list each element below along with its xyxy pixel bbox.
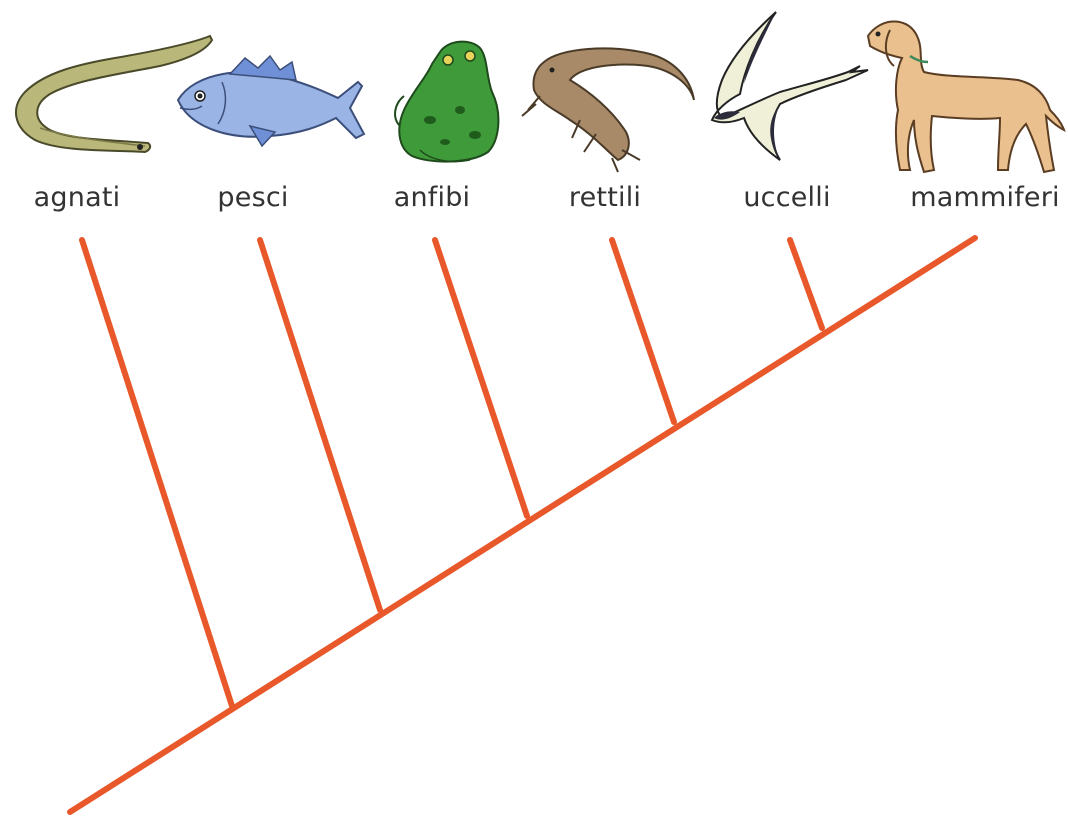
- taxon-label-mammiferi: mammiferi: [910, 182, 1060, 213]
- branch-rettili: [609, 237, 677, 425]
- lizard-icon: [521, 47, 695, 173]
- taxon-label-rettili: rettili: [568, 182, 642, 213]
- branch-pesci: [257, 237, 383, 613]
- lamprey-icon: [15, 34, 214, 154]
- trunk-branch: [67, 235, 978, 815]
- animal-illustrations: [15, 11, 1066, 174]
- frog-icon: [394, 40, 500, 163]
- branch-anfibi: [432, 237, 530, 519]
- branch-uccelli: [787, 237, 825, 331]
- taxon-label-pesci: pesci: [217, 182, 289, 213]
- swallow-icon: [710, 11, 869, 161]
- taxon-label-uccelli: uccelli: [743, 182, 831, 213]
- dog-icon: [866, 20, 1066, 174]
- branch-agnati: [79, 237, 235, 709]
- taxon-label-agnati: agnati: [33, 182, 121, 213]
- taxon-label-anfibi: anfibi: [393, 182, 471, 213]
- fish-icon: [176, 54, 366, 148]
